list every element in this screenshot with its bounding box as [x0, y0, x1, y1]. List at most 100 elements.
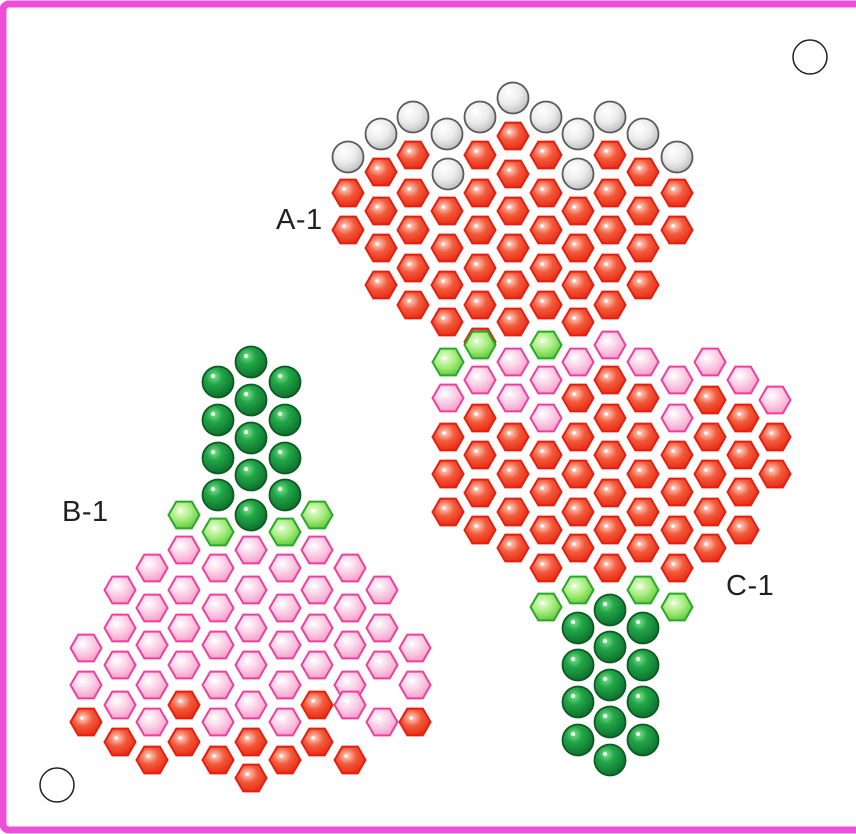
bead-pink	[302, 577, 333, 604]
bead-white	[366, 119, 397, 150]
bead-pink	[335, 692, 366, 719]
bead-green	[595, 595, 626, 626]
bead-red	[563, 272, 594, 299]
bead-red	[531, 180, 562, 207]
bead-green	[628, 650, 659, 681]
peg-hole-bottom-left	[40, 768, 74, 802]
bead-red	[498, 198, 529, 225]
bead-red	[728, 442, 759, 469]
bead-red	[563, 535, 594, 562]
bead-pink	[71, 635, 102, 662]
bead-pink	[105, 577, 136, 604]
bead-pink	[595, 332, 626, 359]
bead-white	[563, 119, 594, 150]
bead-lime	[662, 594, 693, 621]
bead-red	[498, 123, 529, 150]
bead-pink	[728, 367, 759, 394]
bead-red	[662, 442, 693, 469]
bead-red	[595, 555, 626, 582]
bead-green	[270, 405, 301, 436]
bead-red	[628, 272, 659, 299]
bead-red	[662, 479, 693, 506]
bead-red	[498, 235, 529, 262]
bead-white	[432, 119, 463, 150]
label-a1: A-1	[276, 204, 323, 237]
bead-white	[662, 142, 693, 173]
bead-red	[398, 142, 429, 169]
bead-red	[432, 309, 463, 336]
bead-green	[595, 707, 626, 738]
bead-pink	[137, 709, 168, 736]
bead-pink	[270, 632, 301, 659]
bead-white	[465, 102, 496, 133]
bead-red	[695, 461, 726, 488]
bead-white	[531, 102, 562, 133]
bead-green	[595, 632, 626, 663]
bead-red	[398, 255, 429, 282]
bead-pink	[203, 555, 234, 582]
bead-red	[695, 499, 726, 526]
bead-red	[465, 442, 496, 469]
bead-red	[531, 555, 562, 582]
bead-red	[335, 747, 366, 774]
bead-red	[595, 442, 626, 469]
bead-red	[498, 535, 529, 562]
bead-green	[595, 670, 626, 701]
bead-red	[563, 198, 594, 225]
bead-lime	[302, 502, 333, 529]
bead-red	[433, 461, 464, 488]
bead-red	[366, 198, 397, 225]
bead-green	[563, 725, 594, 756]
bead-green	[203, 405, 234, 436]
bead-red	[236, 765, 267, 792]
bead-red	[433, 424, 464, 451]
bead-red	[302, 729, 333, 756]
bead-red	[333, 217, 364, 244]
label-c1: C-1	[726, 570, 774, 603]
bead-pink	[236, 615, 267, 642]
bead-red	[366, 235, 397, 262]
bead-red	[366, 159, 397, 186]
bead-red	[333, 180, 364, 207]
bead-pink	[236, 537, 267, 564]
bead-pink	[236, 692, 267, 719]
bead-pink	[628, 349, 659, 376]
bead-pink	[137, 672, 168, 699]
bead-red	[432, 272, 463, 299]
bead-green	[563, 687, 594, 718]
bead-pink	[105, 615, 136, 642]
bead-red	[498, 309, 529, 336]
bead-red	[595, 142, 626, 169]
bead-green	[236, 423, 267, 454]
bead-red	[662, 217, 693, 244]
bead-red	[563, 461, 594, 488]
bead-pink	[71, 672, 102, 699]
bead-red	[695, 387, 726, 414]
bead-green	[236, 500, 267, 531]
bead-pink	[498, 349, 529, 376]
bead-red	[628, 424, 659, 451]
bead-green	[595, 745, 626, 776]
bead-pink	[465, 367, 496, 394]
bead-red	[203, 747, 234, 774]
bead-red	[563, 385, 594, 412]
bead-red	[531, 255, 562, 282]
bead-red	[465, 142, 496, 169]
bead-green	[270, 367, 301, 398]
bead-green	[563, 650, 594, 681]
bead-white	[628, 119, 659, 150]
bead-red	[531, 517, 562, 544]
label-b1: B-1	[62, 496, 109, 529]
bead-red	[728, 479, 759, 506]
bead-red	[71, 709, 102, 736]
bead-green	[236, 460, 267, 491]
bead-pink	[203, 709, 234, 736]
bead-red	[531, 217, 562, 244]
bead-pink	[137, 555, 168, 582]
bead-pink	[400, 635, 431, 662]
bead-pink	[137, 632, 168, 659]
bead-green	[203, 443, 234, 474]
bead-red	[169, 692, 200, 719]
bead-red	[595, 217, 626, 244]
bead-pink	[531, 405, 562, 432]
